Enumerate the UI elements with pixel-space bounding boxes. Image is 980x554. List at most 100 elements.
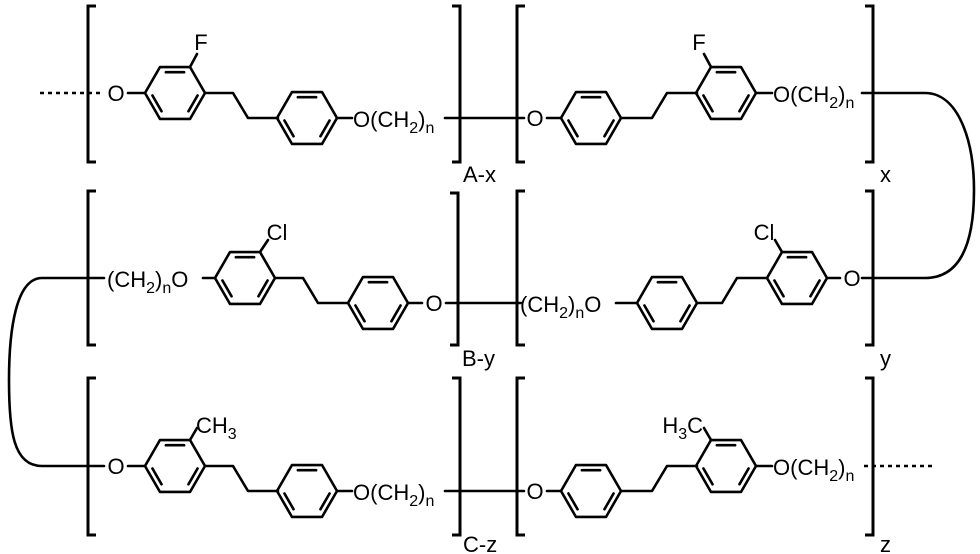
- aromatic-double-bond: [257, 279, 269, 298]
- repeat-label: x: [880, 162, 891, 187]
- alkoxy-spacer-label-part: O(CH: [353, 107, 409, 132]
- phenyl-ring: [559, 463, 623, 519]
- methyl-substituent-part: 3: [678, 426, 687, 443]
- alkoxy-spacer-label: O(CH2)n: [773, 455, 854, 485]
- aromatic-double-bond: [221, 279, 233, 298]
- alkoxy-spacer-label-part: 2: [409, 493, 418, 510]
- aromatic-double-bond: [773, 279, 785, 298]
- aromatic-double-bond: [319, 119, 331, 138]
- ethylene-linker: [273, 276, 350, 305]
- alkoxy-spacer-label-part: O(CH: [773, 82, 829, 107]
- bracket-right-row3-b: [865, 376, 875, 537]
- chloro-substituent: Cl: [754, 220, 775, 245]
- methyl-substituent-part: H: [662, 413, 678, 438]
- chloro-substituent: Cl: [267, 220, 288, 245]
- repeat-label: z: [880, 532, 891, 554]
- phenyl-ring: [275, 463, 339, 519]
- methyl-substituent-part: CH: [196, 413, 228, 438]
- alkoxy-spacer-label-part: ): [155, 267, 162, 292]
- alkoxy-spacer-label-part: n: [425, 493, 434, 510]
- bracket-left-row1-b: [515, 4, 525, 164]
- alkoxy-spacer-label-part: n: [845, 468, 854, 485]
- bracket-left-row2-a: [86, 189, 96, 347]
- alkoxy-spacer-label-part: O: [171, 267, 188, 292]
- oxygen-label: O: [107, 454, 124, 479]
- aromatic-double-bond: [187, 94, 199, 113]
- methyl-bond: [702, 426, 713, 442]
- ethylene-linker: [203, 91, 280, 120]
- aromatic-double-bond: [151, 94, 163, 113]
- methyl-bond: [188, 426, 199, 442]
- aromatic-double-bond: [319, 492, 331, 511]
- benzene-ring-outline: [559, 90, 623, 146]
- benzene-ring-outline: [143, 438, 207, 494]
- bracket-right-row2-a: [450, 191, 460, 347]
- oxygen-label: O: [843, 266, 860, 291]
- alkoxy-spacer-label-part: (CH: [107, 267, 146, 292]
- repeat-label: A-x: [463, 162, 496, 187]
- alkoxy-spacer-label-part: ): [418, 107, 425, 132]
- aromatic-double-bond: [603, 119, 615, 138]
- bracket-left-row1-a: [86, 4, 96, 164]
- alkoxy-spacer-label-part: 2: [829, 95, 838, 112]
- aromatic-double-bond: [702, 467, 714, 486]
- chlorophenyl-ring: [765, 250, 829, 306]
- aromatic-double-bond: [738, 94, 750, 113]
- alkoxy-spacer-label-part: ): [838, 82, 845, 107]
- bracket-right-row1-b: [865, 4, 875, 164]
- repeat-label: B-y: [462, 346, 495, 371]
- fluoro-substituent: F: [194, 30, 207, 55]
- phenyl-ring: [275, 90, 339, 146]
- fluoro-bond: [702, 52, 713, 69]
- aromatic-double-bond: [702, 94, 714, 113]
- benzene-ring-outline: [346, 275, 410, 331]
- alkoxy-spacer-label: O(CH2)n: [353, 107, 434, 137]
- aromatic-double-bond: [187, 467, 199, 486]
- aromatic-double-bond: [809, 279, 821, 298]
- chloro-bond: [773, 238, 784, 254]
- alkoxy-spacer-label-part: O(CH: [353, 480, 409, 505]
- aromatic-double-bond: [390, 304, 402, 323]
- bracket-left-row3-a: [86, 376, 96, 537]
- methylphenyl-ring: [143, 438, 207, 494]
- chlorophenyl-ring: [213, 250, 277, 306]
- methyl-substituent-part: 3: [228, 426, 237, 443]
- benzene-ring-outline: [765, 250, 829, 306]
- methyl-substituent: CH3: [196, 413, 237, 443]
- repeat-label: y: [880, 346, 891, 371]
- alkoxy-spacer-label-part: ): [568, 292, 575, 317]
- repeat-label: C-z: [463, 532, 497, 554]
- ethylene-linker: [619, 91, 699, 120]
- benzene-ring-outline: [275, 90, 339, 146]
- alkoxy-spacer-label-part: n: [162, 280, 171, 297]
- aromatic-double-bond: [567, 119, 579, 138]
- benzene-ring-outline: [275, 463, 339, 519]
- alkoxy-spacer-label-part: 2: [829, 468, 838, 485]
- alkoxy-spacer-label-part: n: [425, 120, 434, 137]
- alkoxy-spacer-label: (CH2)nO: [520, 292, 601, 322]
- aromatic-double-bond: [603, 492, 615, 511]
- methylphenyl-ring: [694, 438, 758, 494]
- benzene-ring-outline: [694, 438, 758, 494]
- aromatic-double-bond: [283, 119, 295, 138]
- chain-loop-connector: [7, 276, 106, 468]
- phenyl-ring: [559, 90, 623, 146]
- oxygen-label: O: [425, 291, 442, 316]
- phenyl-ring: [346, 275, 410, 331]
- alkoxy-spacer-label-part: (CH: [520, 292, 559, 317]
- ethylene-linker: [203, 464, 280, 493]
- aromatic-double-bond: [679, 304, 691, 323]
- fluorophenyl-ring: [694, 65, 758, 121]
- oxygen-label: O: [107, 81, 124, 106]
- oxygen-label: O: [526, 106, 543, 131]
- alkoxy-spacer-label-part: 2: [559, 305, 568, 322]
- alkoxy-spacer-label-part: ): [838, 455, 845, 480]
- fluoro-bond: [188, 52, 199, 69]
- benzene-ring-outline: [694, 65, 758, 121]
- alkoxy-spacer-label-part: O(CH: [773, 455, 829, 480]
- aromatic-double-bond: [151, 467, 163, 486]
- aromatic-double-bond: [567, 492, 579, 511]
- phenyl-ring: [635, 275, 699, 331]
- alkoxy-spacer-label-part: ): [418, 480, 425, 505]
